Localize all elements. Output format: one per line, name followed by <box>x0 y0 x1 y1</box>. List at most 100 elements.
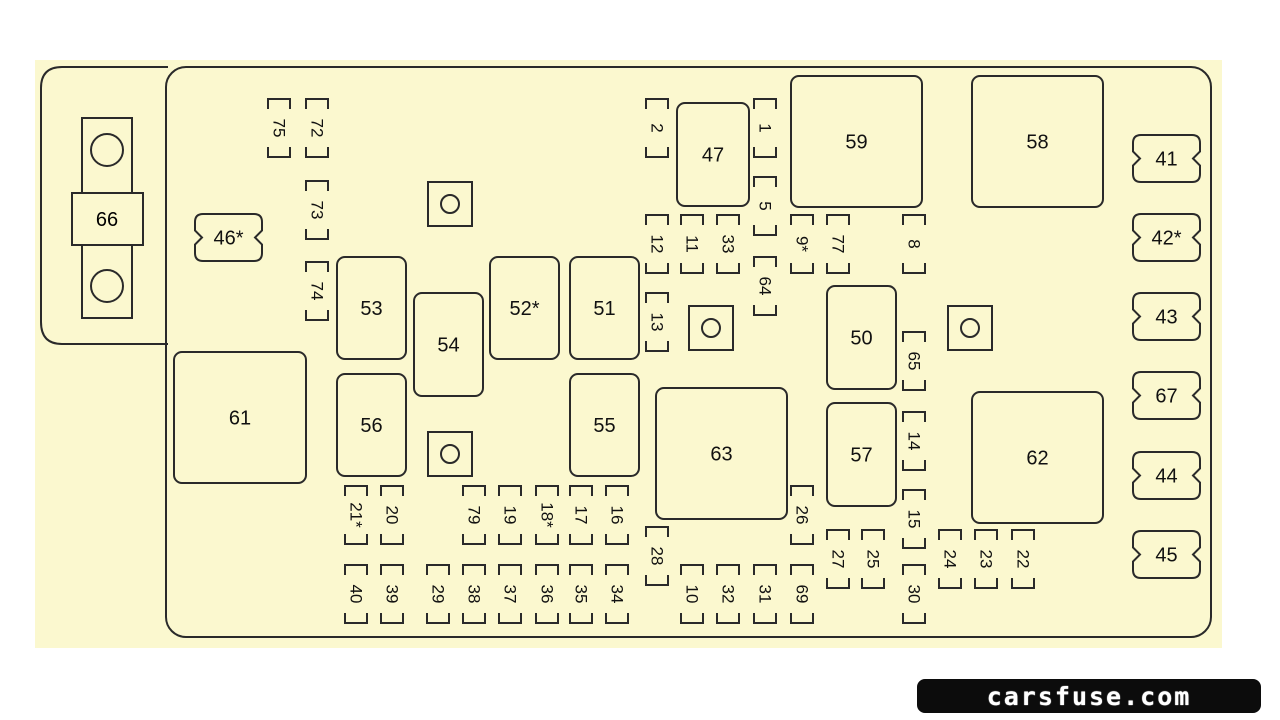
fuse-bottom-cap <box>902 263 926 274</box>
fuse-top-cap <box>790 214 814 225</box>
connector-label: 41 <box>1155 149 1177 171</box>
fuse-label: 38 <box>465 585 484 604</box>
fuse-18-star: 18* <box>535 485 559 545</box>
fuse-75: 75 <box>267 98 291 158</box>
fuse-bottom-cap <box>498 534 522 545</box>
watermark-badge: carsfuse.com <box>917 679 1261 713</box>
relay-label: 54 <box>437 335 459 357</box>
fuse-bottom-cap <box>305 229 329 240</box>
relay-label: 52* <box>509 298 539 320</box>
fuse-label: 23 <box>977 550 996 569</box>
fuse-label: 2 <box>648 123 667 132</box>
fuse-label: 69 <box>793 585 812 604</box>
mounting-bolts <box>427 181 993 477</box>
connector-outline <box>1132 530 1201 579</box>
diagram-background <box>35 60 1222 648</box>
relay-57: 57 <box>826 402 897 507</box>
fuse-bottom-cap <box>753 225 777 236</box>
fuse-top-cap <box>680 214 704 225</box>
connector-outline <box>194 213 263 262</box>
connector-label: 43 <box>1155 307 1177 329</box>
fuse-32: 32 <box>716 564 740 624</box>
fuse-37: 37 <box>498 564 522 624</box>
relay-label: 62 <box>1026 448 1048 470</box>
relay-label: 58 <box>1026 132 1048 154</box>
fuse-bottom-cap <box>1011 578 1035 589</box>
fuse-bottom-cap <box>680 613 704 624</box>
mounting-bolt <box>947 305 993 351</box>
fuse-bottom-cap <box>902 460 926 471</box>
relay-51: 51 <box>569 256 640 360</box>
relay-58: 58 <box>971 75 1104 208</box>
fuse-bottom-cap <box>462 613 486 624</box>
fuse-17: 17 <box>569 485 593 545</box>
relay-62: 62 <box>971 391 1104 524</box>
fuse-top-cap <box>790 485 814 496</box>
fuse-bottom-cap <box>790 613 814 624</box>
fuse-bottom-cap <box>753 305 777 316</box>
fuse-label: 20 <box>383 506 402 525</box>
fuse-bottom-cap <box>716 263 740 274</box>
bolt-plate <box>947 305 993 351</box>
fuse-bottom-cap <box>498 613 522 624</box>
fuse-bottom-cap <box>305 147 329 158</box>
connector-42-star: 42* <box>1132 213 1201 262</box>
connector-46-star: 46* <box>194 213 263 262</box>
fuse-31: 31 <box>753 564 777 624</box>
fuse-28: 28 <box>645 526 669 586</box>
fuse-top-cap <box>645 292 669 303</box>
fuse-top-cap <box>902 411 926 422</box>
fuse-label: 35 <box>572 585 591 604</box>
fuse-bottom-cap <box>380 534 404 545</box>
fuse-label: 5 <box>756 201 775 210</box>
fuse-bottom-cap <box>645 341 669 352</box>
mounting-bolt <box>427 181 473 227</box>
fuse-66-bottom-terminal <box>90 269 124 303</box>
connector-44: 44 <box>1132 451 1201 500</box>
fuse-top-cap <box>902 489 926 500</box>
fuse-bottom-cap <box>426 613 450 624</box>
fuse-14: 14 <box>902 411 926 471</box>
relay-label: 59 <box>845 132 867 154</box>
relay-54: 54 <box>413 292 484 397</box>
fuse-label: 22 <box>1014 550 1033 569</box>
fuse-label: 73 <box>308 201 327 220</box>
relay-label: 51 <box>593 298 615 320</box>
fuse-11: 11 <box>680 214 704 274</box>
fuse-top-cap <box>535 564 559 575</box>
relay-63: 63 <box>655 387 788 520</box>
fuse-label: 33 <box>719 235 738 254</box>
fuse-top-cap <box>645 526 669 537</box>
fuse-label: 12 <box>648 235 667 254</box>
mounting-bolt <box>427 431 473 477</box>
relay-outline <box>971 391 1104 524</box>
fuse-bottom-cap <box>753 613 777 624</box>
fuse-33: 33 <box>716 214 740 274</box>
bolt-plate <box>427 431 473 477</box>
bolt-plate <box>427 181 473 227</box>
fuse-bottom-cap <box>680 263 704 274</box>
bolt-plate <box>688 305 734 351</box>
fuse-top-cap <box>902 214 926 225</box>
relay-outline <box>826 285 897 390</box>
fuse-label: 34 <box>608 585 627 604</box>
fuse-top-cap <box>902 331 926 342</box>
fuse-label: 26 <box>793 506 812 525</box>
fuse-bottom-cap <box>380 613 404 624</box>
fuse-bottom-cap <box>716 613 740 624</box>
relay-label: 63 <box>710 444 732 466</box>
main-housing-outline <box>165 66 1212 638</box>
fuse-top-cap <box>380 564 404 575</box>
fuse-bottom-cap <box>535 534 559 545</box>
fuse-5: 5 <box>753 176 777 236</box>
fuse-top-cap <box>680 564 704 575</box>
relay-outline <box>336 256 407 360</box>
watermark-text: carsfuse.com <box>986 681 1192 711</box>
relay-59: 59 <box>790 75 923 208</box>
fuse-bottom-cap <box>826 263 850 274</box>
fuse-29: 29 <box>426 564 450 624</box>
fuse-top-cap <box>716 564 740 575</box>
relay-label: 55 <box>593 415 615 437</box>
